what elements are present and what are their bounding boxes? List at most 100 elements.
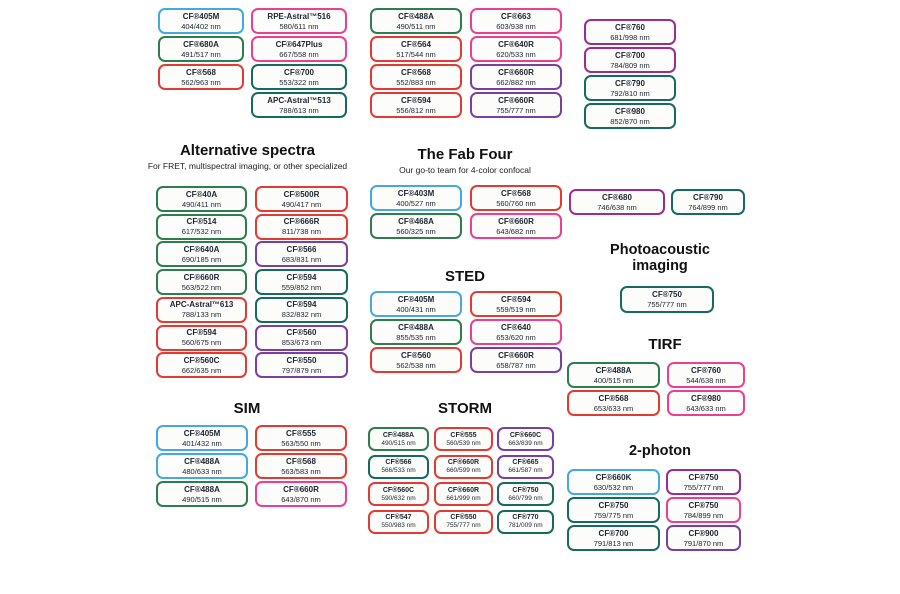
dye-name: CF®790 bbox=[693, 192, 723, 202]
dye-badge: CF®660R 658/787 nm bbox=[470, 347, 562, 373]
dye-name: CF®750 bbox=[688, 472, 719, 482]
dye-wavelength: 517/544 nm bbox=[396, 49, 436, 59]
dye-badge: CF®405M 404/402 nm bbox=[158, 8, 244, 34]
dye-badge: CF®680A 491/517 nm bbox=[158, 36, 244, 62]
dye-name: CF®700 bbox=[284, 67, 314, 77]
dye-badge: CF®640A 690/185 nm bbox=[156, 241, 247, 268]
dye-wavelength: 662/882 nm bbox=[496, 77, 536, 87]
dye-badge: CF®790 792/810 nm bbox=[584, 75, 676, 101]
dye-badge: CF®980 852/870 nm bbox=[584, 103, 676, 129]
dye-wavelength: 755/777 nm bbox=[683, 482, 724, 492]
dye-wavelength: 667/558 nm bbox=[279, 49, 319, 59]
dye-wavelength: 401/432 nm bbox=[182, 438, 222, 448]
dye-name: CF®568 bbox=[186, 67, 216, 77]
dye-name: CF®560 bbox=[286, 328, 317, 337]
dye-name: CF®760 bbox=[615, 22, 645, 32]
dye-badge: CF®555 560/539 nm bbox=[434, 427, 493, 451]
dye-wavelength: 690/185 nm bbox=[181, 254, 222, 264]
dye-badge: CF®568 563/583 nm bbox=[255, 453, 347, 479]
dye-wavelength: 653/633 nm bbox=[593, 403, 634, 413]
section-title: STORM bbox=[438, 400, 492, 417]
dye-badge: CF®700 784/809 nm bbox=[584, 47, 676, 73]
dye-name: CF®560C bbox=[382, 486, 415, 494]
dye-name: CF®568 bbox=[286, 456, 316, 466]
dye-wavelength: 791/870 nm bbox=[683, 538, 724, 548]
dye-name: CF®660R bbox=[498, 67, 534, 77]
dye-wavelength: 400/527 nm bbox=[396, 198, 436, 208]
dye-wavelength: 746/638 nm bbox=[597, 202, 637, 212]
dye-wavelength: 784/899 nm bbox=[683, 510, 724, 520]
dye-badge: APC-Astral™613 788/133 nm bbox=[156, 296, 247, 323]
dye-wavelength: 755/777 nm bbox=[446, 522, 481, 529]
dye-badge: CF®560 562/538 nm bbox=[370, 347, 462, 373]
dye-badge: CF®566 566/533 nm bbox=[368, 454, 429, 479]
dye-wavelength: 791/813 nm bbox=[593, 538, 634, 548]
dye-name: CF®750 bbox=[598, 500, 629, 510]
dye-badge: CF®680 746/638 nm bbox=[569, 189, 665, 215]
dye-name: CF®568 bbox=[501, 188, 531, 198]
dye-name: CF®770 bbox=[512, 514, 539, 521]
dye-badge: CF®750 759/775 nm bbox=[567, 497, 660, 523]
dye-badge: CF®750 755/777 nm bbox=[666, 469, 741, 495]
dye-wavelength: 490/515 nm bbox=[182, 494, 222, 504]
dye-badge: CF®500R 490/417 nm bbox=[255, 186, 348, 212]
dye-name: CF®566 bbox=[286, 244, 317, 254]
dye-badge: CF®900 791/870 nm bbox=[666, 525, 741, 551]
dye-badge: CF®660C 663/839 nm bbox=[497, 427, 554, 451]
dye-badge: CF®594 560/675 nm bbox=[156, 324, 247, 351]
dye-name: CF®647Plus bbox=[275, 39, 323, 49]
dye-wavelength: 552/883 nm bbox=[396, 77, 436, 87]
dye-name: CF®403M bbox=[397, 188, 435, 198]
dye-name: CF®547 bbox=[385, 514, 412, 521]
dye-name: CF®980 bbox=[615, 106, 645, 116]
dye-name: CF®568 bbox=[598, 393, 629, 403]
dye-wavelength: 797/879 nm bbox=[281, 365, 322, 375]
dye-name: CF®660R bbox=[498, 95, 534, 105]
dye-name: CF®568 bbox=[401, 67, 431, 77]
section-title: The Fab Four bbox=[417, 146, 513, 163]
dye-wavelength: 759/775 nm bbox=[593, 510, 634, 520]
dye-name: CF®640R bbox=[498, 39, 534, 49]
dye-name: CF®660R bbox=[498, 350, 534, 360]
dye-wavelength: 566/533 nm bbox=[381, 467, 416, 474]
section-subtitle: Our go-to team for 4-color confocal bbox=[399, 165, 531, 175]
dye-wavelength: 661/587 nm bbox=[508, 467, 543, 474]
dye-name: CF®488A bbox=[382, 431, 415, 439]
dye-badge: CF®980 643/633 nm bbox=[667, 390, 745, 416]
dye-wavelength: 560/539 nm bbox=[446, 439, 481, 447]
dye-name: CF®488A bbox=[398, 322, 434, 332]
dye-badge: CF®568 562/963 nm bbox=[158, 64, 244, 90]
dye-name: APC-Astral™613 bbox=[169, 300, 234, 310]
section-header-photoacoustic: Photoacoustic imaging bbox=[585, 242, 735, 274]
dye-badge: CF®660R 643/682 nm bbox=[470, 213, 562, 239]
dye-name: CF®488A bbox=[184, 484, 220, 494]
dye-wavelength: 556/812 nm bbox=[396, 105, 436, 115]
dye-name: CF®594 bbox=[186, 328, 217, 337]
dye-wavelength: 560/675 nm bbox=[181, 338, 222, 347]
section-header-fab-four: The Fab Four Our go-to team for 4-color … bbox=[350, 146, 580, 175]
dye-name: CF®660K bbox=[595, 472, 632, 482]
dye-badge: CF®405M 401/432 nm bbox=[156, 425, 248, 451]
dye-badge: CF®564 517/544 nm bbox=[370, 36, 462, 62]
dye-wavelength: 580/611 nm bbox=[279, 21, 319, 31]
dye-wavelength: 811/738 nm bbox=[281, 227, 322, 237]
dye-name: CF®666R bbox=[283, 217, 320, 227]
dye-name: CF®564 bbox=[401, 39, 431, 49]
dye-badge: CF®594 559/852 nm bbox=[255, 269, 348, 296]
dye-badge: CF®660R 755/777 nm bbox=[470, 92, 562, 118]
dye-name: APC-Astral™513 bbox=[267, 95, 331, 105]
dye-badge: CF®568 653/633 nm bbox=[567, 390, 660, 416]
dye-badge: CF®468A 560/325 nm bbox=[370, 213, 462, 239]
section-title: Alternative spectra bbox=[179, 142, 316, 159]
dye-badge: CF®660R 563/522 nm bbox=[156, 269, 247, 296]
dye-badge: CF®560 853/673 nm bbox=[255, 324, 348, 351]
dye-name: CF®665 bbox=[512, 459, 539, 466]
dye-name: CF®640A bbox=[183, 244, 220, 254]
dye-name: CF®405M bbox=[183, 428, 221, 438]
dye-wavelength: 490/417 nm bbox=[281, 199, 322, 209]
dye-name: CF®550 bbox=[450, 514, 477, 521]
dye-name: CF®555 bbox=[286, 428, 316, 438]
dye-badge: CF®488A 480/633 nm bbox=[156, 453, 248, 479]
dye-name: CF®550 bbox=[286, 355, 317, 365]
